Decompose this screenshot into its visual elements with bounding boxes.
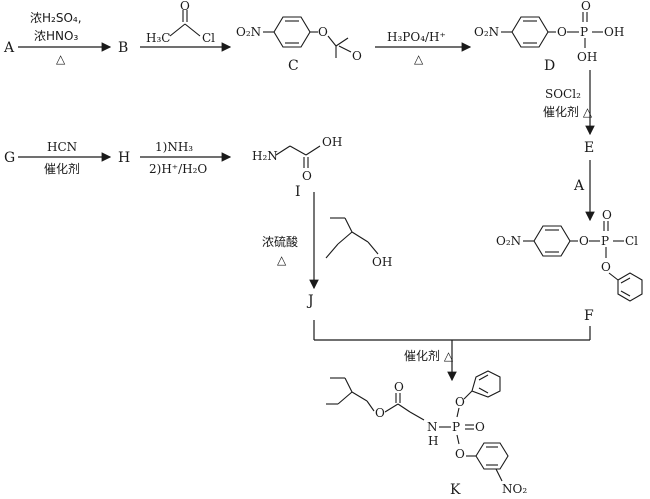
svg-text:P: P <box>452 420 460 434</box>
svg-text:O: O <box>375 406 385 420</box>
label-H: H <box>118 150 130 166</box>
svg-text:OH: OH <box>372 255 392 269</box>
acetyl-chloride: H₃C O Cl <box>146 0 215 45</box>
svg-text:O: O <box>455 395 465 409</box>
label-A: A <box>3 40 15 56</box>
svg-text:O: O <box>302 169 312 183</box>
svg-text:P: P <box>601 234 609 248</box>
svg-text:OH: OH <box>322 135 342 149</box>
label-F: F <box>584 308 594 324</box>
svg-text:Cl: Cl <box>625 234 638 248</box>
label-G: G <box>4 150 15 166</box>
svg-text:O: O <box>180 0 190 13</box>
svg-text:O: O <box>455 447 465 461</box>
svg-text:Cl: Cl <box>202 31 215 45</box>
svg-text:O: O <box>394 380 404 394</box>
alcohol-structure: OH <box>325 217 392 269</box>
compound-F-structure: O₂N O P O Cl O <box>496 208 643 302</box>
svg-text:O: O <box>318 25 328 39</box>
arrow-J-F-to-K <box>313 320 591 382</box>
compound-K-structure: O O N H P O O O NO₂ <box>326 370 527 496</box>
label-B: B <box>118 40 128 56</box>
reagent-socl2: SOCl₂ <box>545 87 581 101</box>
svg-text:OH: OH <box>604 25 624 39</box>
label-J: J <box>306 293 314 309</box>
svg-text:H₃C: H₃C <box>146 31 170 45</box>
heat-symbol-8: △ <box>277 253 287 267</box>
label-K: K <box>450 482 461 498</box>
label-D: D <box>544 58 555 74</box>
svg-text:O: O <box>579 234 589 248</box>
svg-text:O₂N: O₂N <box>236 25 261 39</box>
reagent-h2so4: 浓H₂SO₄, <box>30 11 82 25</box>
condition-catalyst-6: 催化剂 <box>44 161 80 176</box>
condition-catalyst-heat-9: 催化剂 △ <box>404 348 454 363</box>
svg-text:P: P <box>580 25 588 39</box>
svg-text:O: O <box>352 49 362 63</box>
reagent-A: A <box>573 178 585 194</box>
svg-text:O: O <box>475 420 485 434</box>
compound-I-structure: H₂N OH O <box>252 135 342 183</box>
svg-text:OH: OH <box>577 50 597 64</box>
reagent-h3po4: H₃PO₄/H⁺ <box>387 30 446 44</box>
reagent-hno3: 浓HNO₃ <box>34 29 78 43</box>
svg-text:O: O <box>602 208 612 222</box>
label-I: I <box>295 184 301 200</box>
reagent-hcn: HCN <box>47 140 77 154</box>
condition-catalyst-heat-4: 催化剂 △ <box>543 104 593 119</box>
label-C: C <box>288 58 299 74</box>
compound-C-structure: O₂N O O <box>236 16 362 63</box>
svg-text:N: N <box>427 420 438 434</box>
heat-symbol-3: △ <box>414 52 424 66</box>
svg-text:O₂N: O₂N <box>496 234 521 248</box>
svg-text:H: H <box>428 434 438 448</box>
heat-symbol-1: △ <box>56 52 66 66</box>
svg-text:O: O <box>557 25 567 39</box>
svg-text:NO₂: NO₂ <box>502 482 527 496</box>
svg-text:H₂N: H₂N <box>252 149 278 163</box>
reagent-conc-h2so4: 浓硫酸 <box>262 234 298 249</box>
compound-D-structure: O₂N O P O OH OH <box>474 0 624 64</box>
reagent-h-plus-water: 2)H⁺/H₂O <box>149 162 207 176</box>
svg-text:O₂N: O₂N <box>474 25 499 39</box>
svg-text:O: O <box>601 260 611 274</box>
svg-text:O: O <box>581 0 591 13</box>
reagent-nh3: 1)NH₃ <box>155 140 193 154</box>
label-E: E <box>584 140 594 156</box>
